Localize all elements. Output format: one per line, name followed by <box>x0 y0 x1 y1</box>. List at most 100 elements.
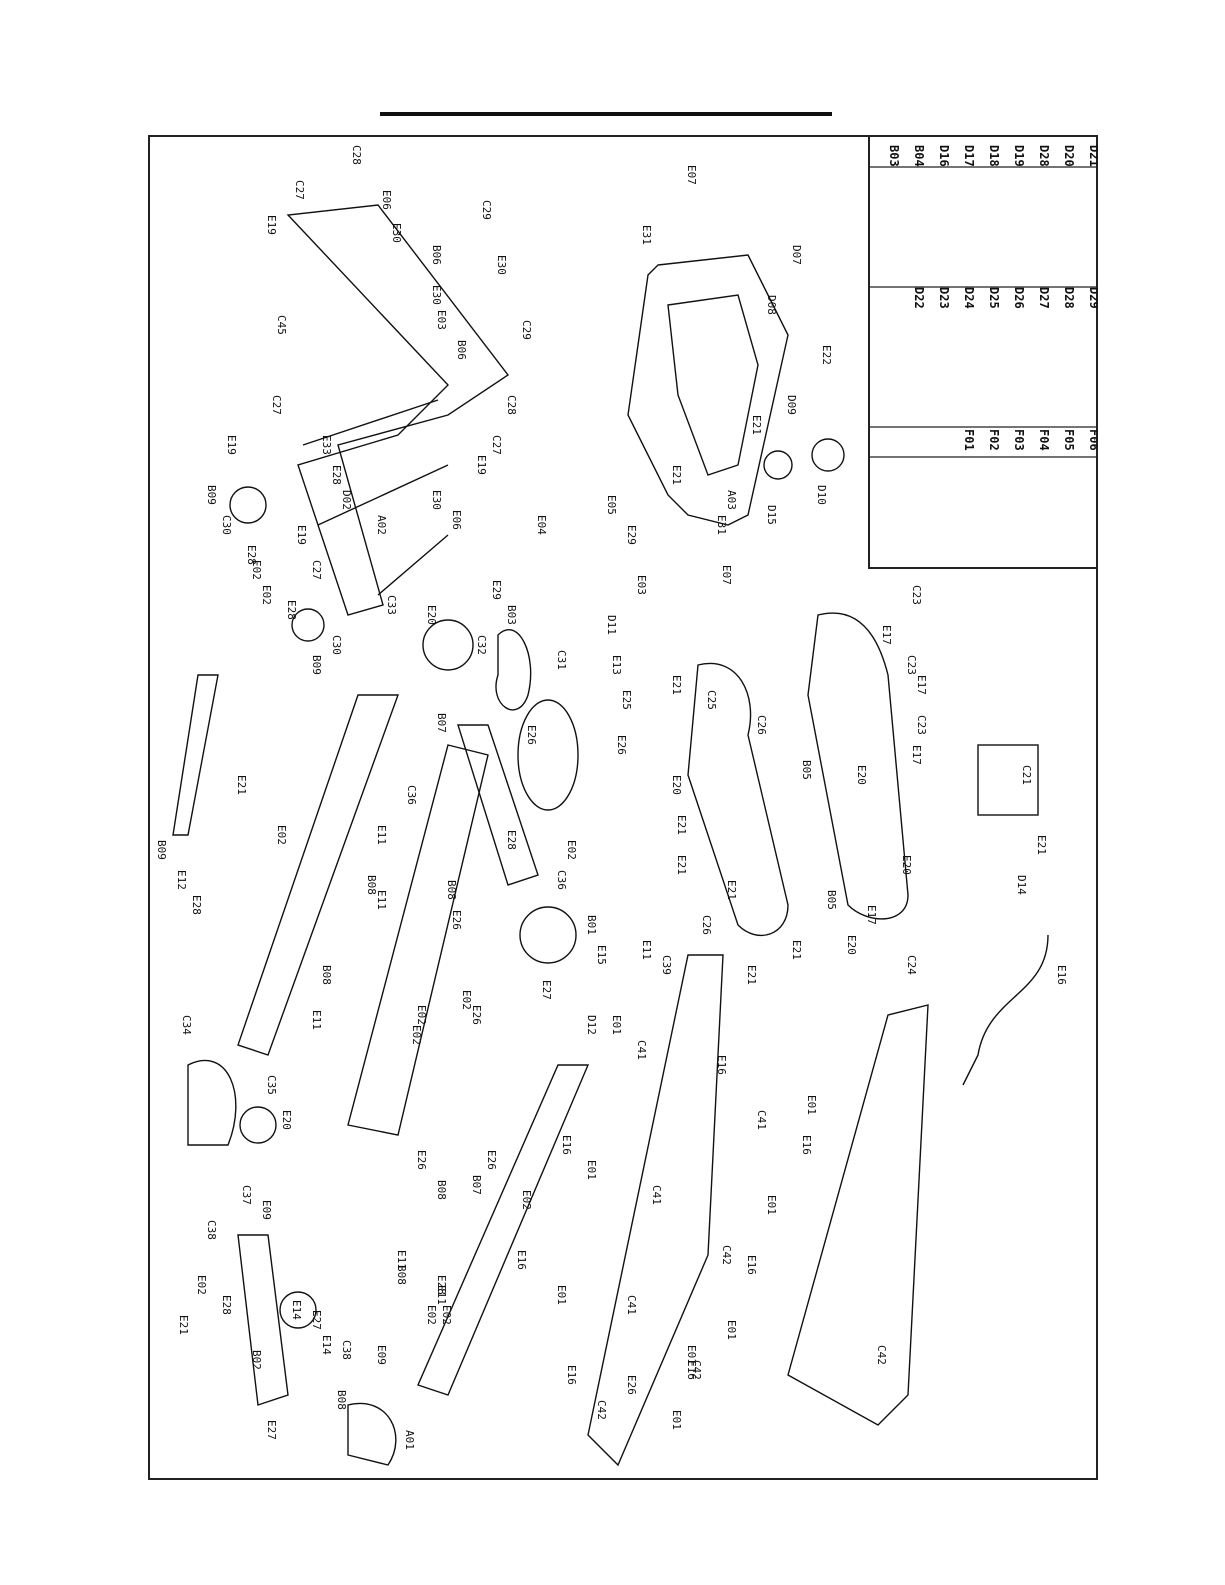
part-label: C27 <box>310 560 323 580</box>
part-label: E30 <box>390 223 403 243</box>
part-label: E09 <box>260 1200 273 1220</box>
pulley-c34 <box>519 906 577 964</box>
part-label: E16 <box>685 1360 698 1380</box>
motor-cover-c25 <box>687 662 789 936</box>
axle-b09 <box>172 674 219 836</box>
part-label: E02 <box>415 1005 428 1025</box>
parts-table-code: D22 <box>912 287 926 309</box>
part-label: E21 <box>675 855 688 875</box>
part-label: E01 <box>765 1195 778 1215</box>
part-label: E19 <box>475 455 488 475</box>
part-label: E03 <box>435 310 448 330</box>
parts-table: D21D20D28D19D18D17D16B04B03D29D28D27D26D… <box>868 137 1098 569</box>
part-label: C34 <box>180 1015 193 1035</box>
part-label: C42 <box>595 1400 608 1420</box>
part-label: B09 <box>310 655 323 675</box>
part-label: C37 <box>240 1185 253 1205</box>
part-label: E20 <box>855 765 868 785</box>
parts-table-code: D19 <box>1012 145 1026 167</box>
part-label: B03 <box>505 605 518 625</box>
part-label: E21 <box>235 775 248 795</box>
part-label: C28 <box>505 395 518 415</box>
parts-table-code: D25 <box>987 287 1001 309</box>
part-label: A03 <box>725 490 738 510</box>
part-label: E21 <box>177 1315 190 1335</box>
part-label: E21 <box>745 965 758 985</box>
part-label: E11 <box>640 940 653 960</box>
part-label: C27 <box>270 395 283 415</box>
part-label: E07 <box>720 565 733 585</box>
part-label: C27 <box>490 435 503 455</box>
part-label: C41 <box>755 1110 768 1130</box>
part-label: B06 <box>430 245 443 265</box>
part-label: E21 <box>675 815 688 835</box>
part-label: B08 <box>445 880 458 900</box>
base-frame-a01 <box>347 744 489 1136</box>
part-label: D10 <box>815 485 828 505</box>
parts-table-code: F03 <box>1012 429 1026 451</box>
part-label: C33 <box>385 595 398 615</box>
part-label: E33 <box>320 435 333 455</box>
part-label: E12 <box>175 870 188 890</box>
part-label: C45 <box>275 315 288 335</box>
part-label: E28 <box>285 600 298 620</box>
parts-table-code: D28 <box>1062 287 1076 309</box>
parts-table-code: D21 <box>1087 145 1098 167</box>
parts-table-code: D18 <box>987 145 1001 167</box>
part-label: B08 <box>335 1390 348 1410</box>
part-label: E16 <box>565 1365 578 1385</box>
part-label: E21 <box>750 415 763 435</box>
part-label: B08 <box>395 1265 408 1285</box>
parts-table-code: D26 <box>1012 287 1026 309</box>
part-label: B09 <box>205 485 218 505</box>
part-label: E31 <box>640 225 653 245</box>
part-label: E26 <box>450 910 463 930</box>
end-cap-c39 <box>347 1402 397 1466</box>
part-label: C41 <box>635 1040 648 1060</box>
part-label: E02 <box>440 1305 453 1325</box>
part-label: C41 <box>625 1295 638 1315</box>
part-label: E28 <box>245 545 258 565</box>
part-label: E29 <box>625 525 638 545</box>
part-label: E01 <box>585 1160 598 1180</box>
part-label: E26 <box>615 735 628 755</box>
part-label: E01 <box>610 1015 623 1035</box>
part-label: C42 <box>720 1245 733 1265</box>
part-label: C36 <box>555 870 568 890</box>
part-label: E01 <box>555 1285 568 1305</box>
part-label: C26 <box>755 715 768 735</box>
part-label: E28 <box>435 1275 448 1295</box>
parts-table-code: D24 <box>962 287 976 309</box>
part-label: E16 <box>515 1250 528 1270</box>
part-label: C32 <box>475 635 488 655</box>
part-label: E02 <box>425 1305 438 1325</box>
part-label: B07 <box>470 1175 483 1195</box>
part-label: C29 <box>480 200 493 220</box>
wheel-c30-b <box>291 608 325 642</box>
part-label: B02 <box>250 1350 263 1370</box>
part-label: B01 <box>585 915 598 935</box>
parts-table-code: D16 <box>937 145 951 167</box>
part-label: E02 <box>565 840 578 860</box>
part-label: E17 <box>910 745 923 765</box>
part-label: A02 <box>375 515 388 535</box>
part-label: E01 <box>670 1410 683 1430</box>
part-label: D07 <box>790 245 803 265</box>
part-label: B05 <box>825 890 838 910</box>
parts-table-code: D28 <box>1037 145 1051 167</box>
upper-frame-crossbar <box>302 399 449 596</box>
parts-table-code: D17 <box>962 145 976 167</box>
part-label: E19 <box>225 435 238 455</box>
part-label: C28 <box>350 145 363 165</box>
part-label: E22 <box>820 345 833 365</box>
part-label: E21 <box>670 465 683 485</box>
part-label: B07 <box>435 713 448 733</box>
part-label: C29 <box>520 320 533 340</box>
part-label: E19 <box>295 525 308 545</box>
part-label: E21 <box>1035 835 1048 855</box>
part-label: E28 <box>505 830 518 850</box>
part-label: E09 <box>375 1345 388 1365</box>
part-label: E01 <box>725 1320 738 1340</box>
title-rule <box>380 112 832 116</box>
part-label: E28 <box>220 1295 233 1315</box>
